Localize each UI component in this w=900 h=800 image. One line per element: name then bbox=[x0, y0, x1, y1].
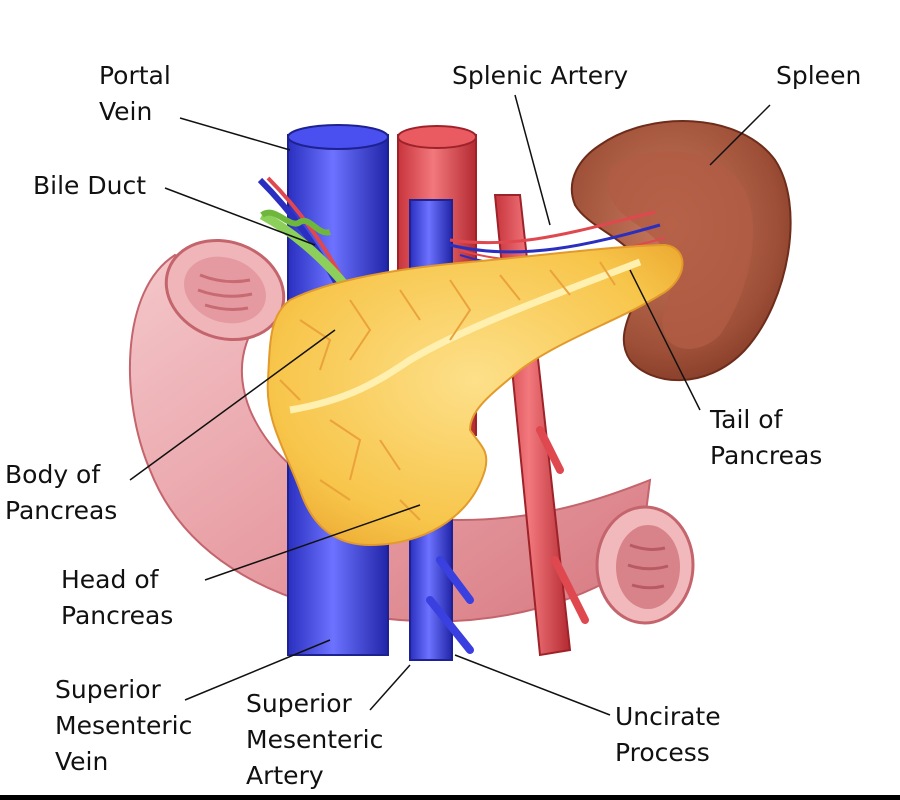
label-spleen: Spleen bbox=[776, 61, 862, 90]
leader-body-of-pancreas bbox=[129, 329, 336, 481]
label-superior-mesenteric-vein: Superior Mesenteric Vein bbox=[55, 675, 193, 776]
label-splenic-artery: Splenic Artery bbox=[452, 61, 629, 90]
label-body-of-pancreas: Body of Pancreas bbox=[5, 460, 118, 525]
label-head-of-pancreas: Head of Pancreas bbox=[61, 565, 174, 630]
leader-head-of-pancreas bbox=[204, 504, 421, 581]
label-superior-mesenteric-artery: Superior Mesenteric Artery bbox=[246, 689, 384, 790]
leader-portal-vein bbox=[179, 117, 291, 151]
leader-spleen bbox=[709, 104, 771, 166]
label-portal-vein: Portal Vein bbox=[99, 61, 171, 126]
duodenum-shape bbox=[128, 238, 695, 625]
label-uncinate-process: Uncirate Process bbox=[615, 702, 721, 767]
leader-bile-duct bbox=[164, 187, 316, 246]
bile-duct-shape bbox=[257, 176, 350, 292]
leader-splenic-artery bbox=[514, 94, 551, 226]
bottom-border bbox=[0, 795, 900, 800]
spleen-shape bbox=[570, 120, 792, 382]
leader-smv bbox=[184, 639, 331, 701]
leader-tail-of-pancreas bbox=[629, 269, 701, 411]
pancreas-shape bbox=[266, 243, 684, 547]
label-tail-of-pancreas: Tail of Pancreas bbox=[710, 405, 823, 470]
leader-lines bbox=[129, 94, 771, 716]
leader-sma bbox=[369, 664, 411, 711]
leader-uncinate bbox=[454, 654, 611, 716]
label-bile-duct: Bile Duct bbox=[33, 171, 147, 200]
